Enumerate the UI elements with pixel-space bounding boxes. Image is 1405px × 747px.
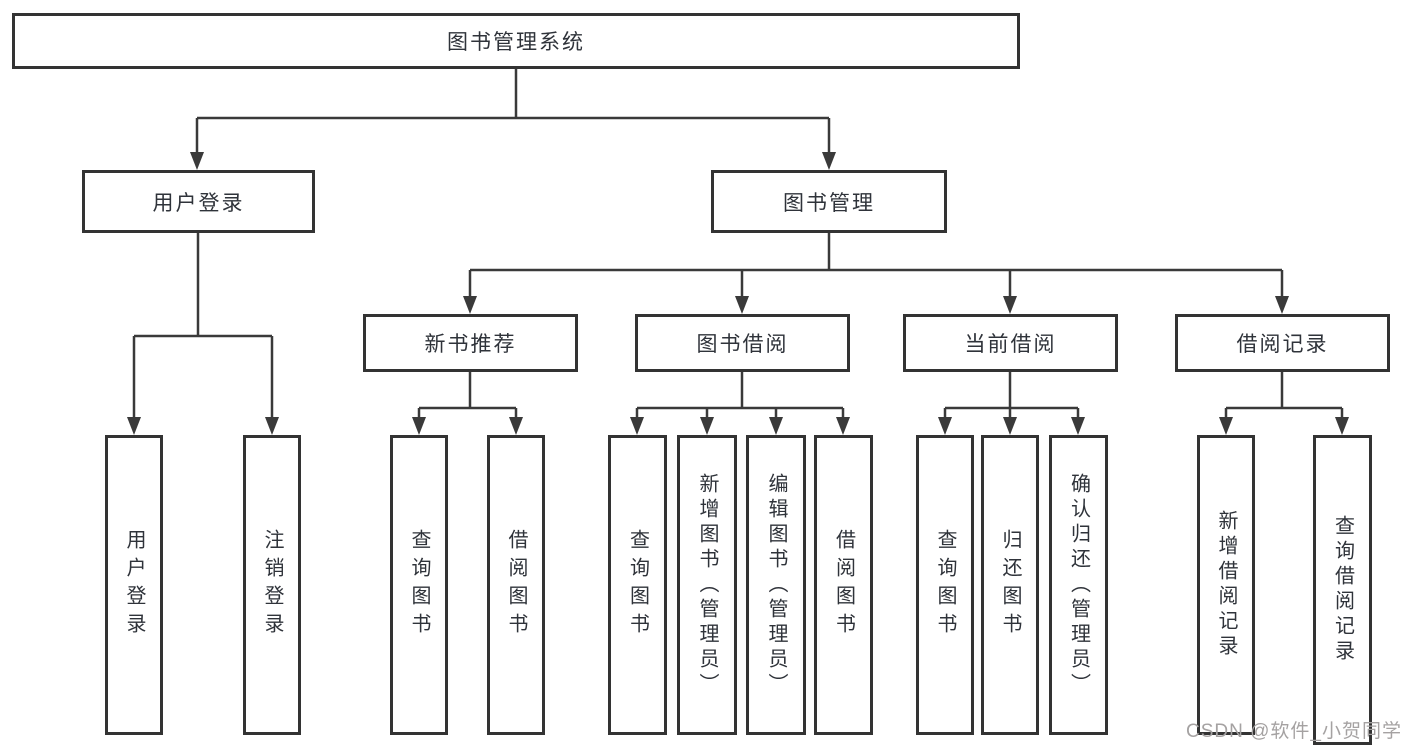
node-borrow-record: 借阅记录 [1175,314,1390,372]
node-new-book-recommend: 新书推荐 [363,314,578,372]
connector-userlogin-to-leaves [132,233,274,431]
node-root: 图书管理系统 [12,13,1020,69]
leaf-borrow-book: 借阅图书 [814,435,873,735]
leaf-add-borrow-record-label: 新增借阅记录 [1215,510,1237,660]
leaf-confirm-return-admin-label: 确认归还（管理员） [1067,472,1090,698]
connector-currentborrow-to-leaves [943,372,1080,431]
leaf-query-book-recommend: 查询图书 [390,435,448,735]
connector-bookborrow-to-leaves [635,372,845,431]
node-user-login-label: 用户登录 [152,191,245,215]
leaf-user-login-label: 用户登录 [123,529,145,641]
leaf-borrow-book-recommend: 借阅图书 [487,435,545,735]
connector-newbook-to-leaves [417,372,518,431]
leaf-query-book-recommend-label: 查询图书 [408,529,430,641]
node-new-book-recommend-label: 新书推荐 [424,333,517,356]
leaf-query-book-current: 查询图书 [916,435,974,735]
leaf-return-book: 归还图书 [981,435,1039,735]
node-root-label: 图书管理系统 [447,31,585,54]
leaf-add-book-admin: 新增图书（管理员） [677,435,737,735]
leaf-logout-label: 注销登录 [261,529,283,641]
node-book-management: 图书管理 [711,170,947,233]
connector-borrowrecord-to-leaves [1224,372,1344,431]
leaf-logout: 注销登录 [243,435,301,735]
leaf-return-book-label: 归还图书 [999,529,1021,641]
leaf-add-book-admin-label: 新增图书（管理员） [696,472,718,698]
leaf-add-borrow-record: 新增借阅记录 [1197,435,1255,735]
connector-bookmgmt-to-level3 [468,233,1284,310]
node-book-borrow: 图书借阅 [635,314,850,372]
leaf-borrow-book-recommend-label: 借阅图书 [505,529,527,641]
leaf-user-login: 用户登录 [105,435,163,735]
leaf-query-borrow-record: 查询借阅记录 [1313,435,1372,745]
leaf-confirm-return-admin: 确认归还（管理员） [1049,435,1108,735]
leaf-query-book-borrow-label: 查询图书 [626,529,649,641]
node-book-borrow-label: 图书借阅 [696,333,789,356]
node-user-login: 用户登录 [82,170,315,233]
node-borrow-record-label: 借阅记录 [1236,333,1329,356]
watermark: CSDN @软件_小贺同学 [1186,721,1402,742]
connector-root-to-level2 [195,69,831,166]
leaf-borrow-book-label: 借阅图书 [832,529,855,641]
leaf-query-borrow-record-label: 查询借阅记录 [1331,515,1354,665]
node-book-management-label: 图书管理 [783,191,875,215]
leaf-edit-book-admin-label: 编辑图书（管理员） [765,472,787,698]
leaf-edit-book-admin: 编辑图书（管理员） [746,435,806,735]
node-current-borrow: 当前借阅 [903,314,1118,372]
node-current-borrow-label: 当前借阅 [964,333,1057,356]
leaf-query-book-current-label: 查询图书 [934,529,956,641]
leaf-query-book-borrow: 查询图书 [608,435,667,735]
